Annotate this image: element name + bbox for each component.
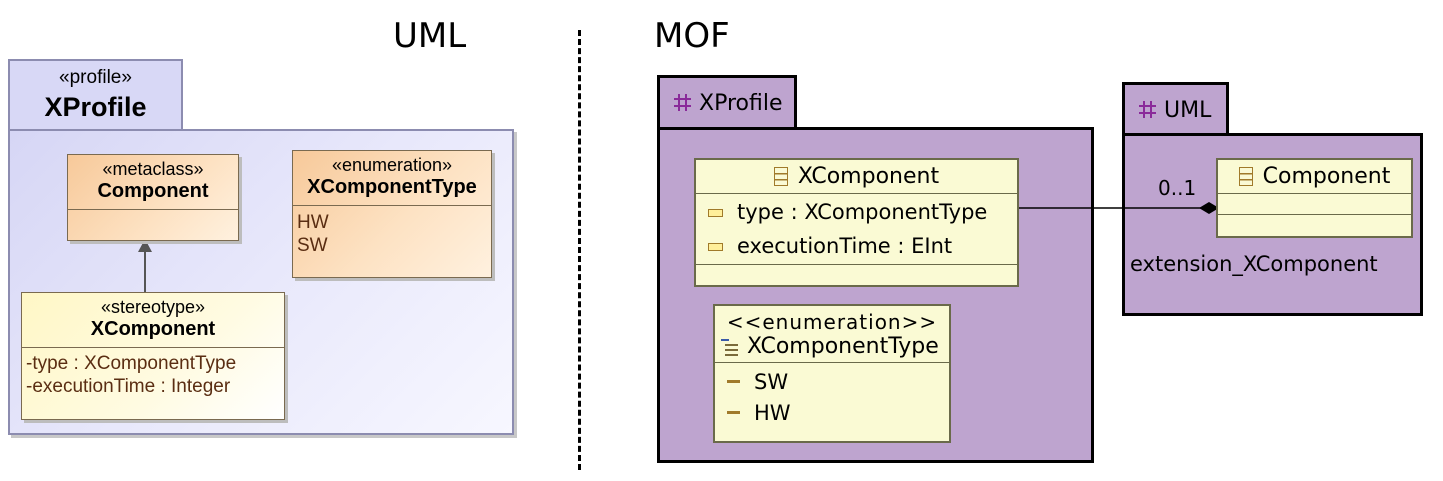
stereotype-attribute-execution-time: -executionTime : Integer	[26, 376, 231, 397]
enumeration-stereotype: «enumeration»	[331, 155, 453, 175]
enumeration-icon	[721, 336, 739, 356]
section-divider	[578, 30, 581, 470]
package-icon	[674, 94, 691, 111]
package-icon	[1139, 101, 1156, 118]
attribute-icon	[708, 209, 723, 217]
profile-name: XProfile	[44, 92, 147, 122]
mof-class-component[interactable]: Component	[1216, 158, 1413, 238]
enum-literal-sw: SW	[297, 235, 328, 256]
enum-literal-sw[interactable]: SW	[715, 367, 949, 398]
enumeration-keyword: <<enumeration>>	[726, 310, 938, 334]
component-class-name: Component	[1262, 164, 1391, 189]
attribute-execution-time[interactable]: executionTime : EInt	[696, 229, 1017, 263]
uml-heading: UML	[393, 16, 467, 56]
mof-class-xcomponent[interactable]: XComponent type : XComponentType executi…	[694, 158, 1019, 287]
extension-arrow	[138, 239, 152, 294]
mof-xprofile-tab[interactable]: XProfile	[657, 75, 797, 130]
stereotype-keyword: «stereotype»	[100, 297, 206, 317]
enum-literal-hw: HW	[297, 212, 329, 233]
enumeration-name: XComponentType	[747, 334, 939, 359]
stereotype-xcomponent[interactable]: «stereotype» XComponent -type : XCompone…	[21, 292, 285, 420]
association-multiplicity: 0..1	[1158, 176, 1197, 200]
stereotype-attribute-type: -type : XComponentType	[26, 353, 237, 374]
uml-enumeration-xcomponenttype[interactable]: «enumeration» XComponentType HW SW	[292, 150, 492, 278]
metaclass-stereotype: «metaclass»	[102, 159, 204, 179]
association-role-label: extension_XComponent	[1130, 252, 1378, 276]
uml-profile-tab[interactable]: «profile» XProfile	[8, 59, 183, 131]
xprofile-package-name: XProfile	[699, 91, 783, 116]
mof-heading: MOF	[654, 16, 730, 56]
metaclass-component[interactable]: «metaclass» Component	[67, 154, 239, 241]
enumeration-name: XComponentType	[307, 176, 477, 198]
stereotype-name: XComponent	[90, 318, 216, 340]
enum-literal-hw[interactable]: HW	[715, 398, 949, 429]
class-icon	[773, 167, 788, 186]
literal-icon	[727, 411, 740, 414]
uml-package-name: UML	[1164, 98, 1212, 123]
extension-association	[1017, 202, 1219, 214]
mof-uml-tab[interactable]: UML	[1122, 82, 1229, 136]
attribute-type[interactable]: type : XComponentType	[696, 195, 1017, 229]
metaclass-name: Component	[97, 180, 209, 202]
mof-enumeration-xcomponenttype[interactable]: <<enumeration>> XComponentType SW HW	[713, 304, 951, 443]
attribute-icon	[708, 243, 723, 251]
xcomponent-class-name: XComponent	[797, 164, 940, 189]
class-icon	[1238, 167, 1253, 186]
literal-icon	[727, 380, 740, 383]
profile-stereotype: «profile»	[59, 67, 132, 88]
